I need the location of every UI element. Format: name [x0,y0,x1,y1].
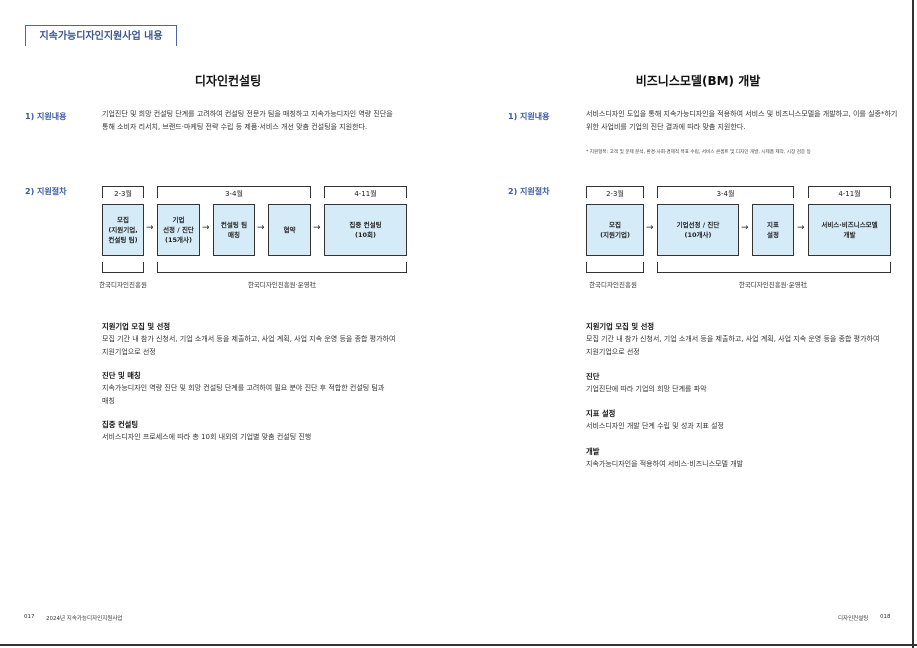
left-procedure-label: 2) 지원절차 [25,187,67,196]
left-page-number: 017 [24,614,35,620]
right-procedure-label: 2) 지원절차 [508,187,550,196]
detail-text: 지속가능디자인을 적용하여 서비스·비즈니스모델 개발 [586,458,743,471]
period-bracket: 4-11월 [808,186,891,198]
step-box: 집중 컨설팅 (10회) [324,204,407,256]
right-footer-text: 디자인컨설팅 [838,616,869,622]
right-page-number: 018 [880,614,891,620]
detail-heading: 진단 및 매칭 [102,371,141,380]
left-support-content-label: 1) 지원내용 [25,112,67,121]
text-line: 지원기업으로 선정 [586,348,640,356]
period-bracket: 2-3월 [586,186,644,198]
text-line: 서비스디자인 프로세스에 따라 총 10회 내외의 기업별 맞춤 컨설팅 진행 [102,433,312,441]
step-box: 지표 설정 [752,204,794,256]
section-tab: 지속가능디자인지원사업 내용 [25,25,177,46]
org-label: 한국디자인진흥원·운영社 [738,281,808,289]
text-line: 모집 기간 내 참가 신청서, 기업 소개서 등을 제출하고, 사업 계획, 사… [586,335,880,343]
detail-text: 서비스디자인 프로세스에 따라 총 10회 내외의 기업별 맞춤 컨설팅 진행 [102,431,311,444]
right-page-title: 비즈니스모델(BM) 개발 [635,74,761,88]
step-box: 협약 [268,204,311,256]
org-bracket [586,262,644,273]
right-support-content-label: 1) 지원내용 [508,112,550,121]
org-label: 한국디자인진흥원·운영社 [247,281,317,289]
text-line: 기업진단 및 희망 컨설팅 단계를 고려하여 컨설팅 전문가 팀을 매칭하고 지… [102,110,393,118]
left-footer-text: 2024년 지속가능디자인지원사업 [46,616,123,622]
detail-heading: 지원기업 모집 및 선정 [586,322,655,331]
period-bracket: 4-11월 [324,186,407,198]
arrow-right-icon: → [797,223,805,233]
detail-text: 모집 기간 내 참가 신청서, 기업 소개서 등을 제출하고, 사업 계획, 사… [586,333,879,359]
text-line: 서비스디자인 개발 단계 수립 및 성과 지표 설정 [586,422,724,430]
arrow-right-icon: → [313,223,321,233]
detail-text: 기업진단에 따라 기업의 희망 단계를 파악 [586,383,707,396]
step-box: 모집 (지원기업, 컨설팅 팀) [102,204,144,256]
arrow-right-icon: → [741,223,749,233]
detail-heading: 지표 설정 [586,409,616,418]
step-box: 서비스·비즈니스모델 개발 [808,204,891,256]
text-line: 매칭 [102,397,115,405]
detail-text: 서비스디자인 개발 단계 수립 및 성과 지표 설정 [586,420,724,433]
left-page-title: 디자인컨설팅 [194,74,262,88]
org-bracket [157,262,407,273]
arrow-right-icon: → [646,223,654,233]
right-support-content-text: 서비스디자인 도입을 통해 지속가능디자인을 적용하여 서비스 및 비즈니스모델… [586,108,897,134]
arrow-right-icon: → [146,223,154,233]
detail-heading: 집중 컨설팅 [102,420,139,429]
arrow-right-icon: → [202,223,210,233]
text-line: 지속가능디자인을 적용하여 서비스·비즈니스모델 개발 [586,460,744,468]
page-edge-right [912,0,914,648]
text-line: 모집 기간 내 참가 신청서, 기업 소개서 등을 제출하고, 사업 계획, 사… [102,335,396,343]
step-box: 모집 (지원기업) [586,204,644,256]
period-bracket: 3-4월 [657,186,794,198]
text-line: 기업진단에 따라 기업의 희망 단계를 파악 [586,385,707,393]
detail-heading: 개발 [586,447,600,456]
step-box: 기업선정 / 진단 (10개사) [657,204,739,256]
org-bracket [102,262,144,273]
detail-text: 모집 기간 내 참가 신청서, 기업 소개서 등을 제출하고, 사업 계획, 사… [102,333,395,359]
page-edge-bottom [0,644,917,646]
period-bracket: 3-4월 [157,186,311,198]
text-line: 통해 소비자 리서치, 브랜드·마케팅 전략 수립 등 제품·서비스 개선 맞춤… [102,123,368,131]
text-line: 지속가능디자인 역량 진단 및 희망 컨설팅 단계를 고려하여 필요 분야 진단… [102,384,385,392]
period-bracket: 2-3월 [102,186,144,198]
org-label: 한국디자인진흥원 [589,281,637,289]
text-line: 지원기업으로 선정 [102,348,156,356]
footnote: * 지원항목: 고객 및 문제 분석, 환경·사회·경제적 목표 수립, 서비스… [586,150,811,155]
step-box: 기업 선정 / 진단 (15개사) [157,204,200,256]
arrow-right-icon: → [257,223,265,233]
org-label: 한국디자인진흥원 [99,281,147,289]
left-support-content-text: 기업진단 및 희망 컨설팅 단계를 고려하여 컨설팅 전문가 팀을 매칭하고 지… [102,108,393,134]
step-box: 컨설팅 팀 매칭 [213,204,255,256]
detail-text: 지속가능디자인 역량 진단 및 희망 컨설팅 단계를 고려하여 필요 분야 진단… [102,382,384,408]
detail-heading: 지원기업 모집 및 선정 [102,322,171,331]
text-line: 위한 사업비를 기업의 진단 결과에 따라 맞춤 지원한다. [586,123,746,131]
text-line: 서비스디자인 도입을 통해 지속가능디자인을 적용하여 서비스 및 비즈니스모델… [586,110,898,118]
org-bracket [657,262,891,273]
detail-heading: 진단 [586,372,600,381]
